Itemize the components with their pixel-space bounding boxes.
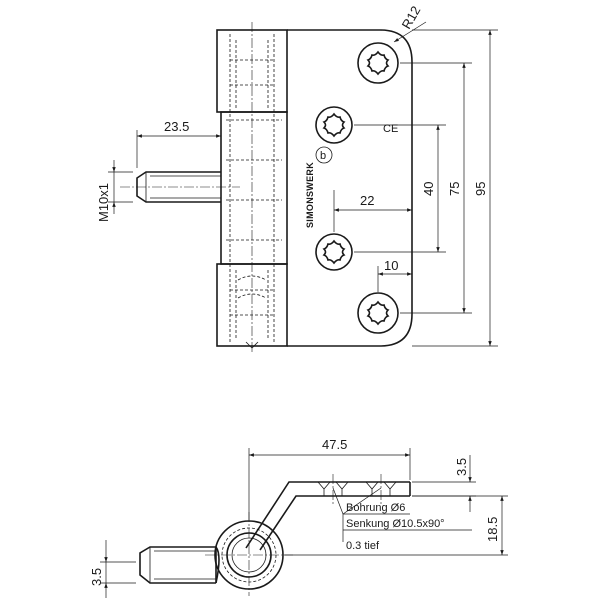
leaf-plate	[287, 29, 413, 347]
screw-mid-upper	[315, 106, 353, 144]
dim-23-5: 23.5	[136, 119, 222, 168]
dim-95: 95	[412, 29, 498, 347]
brand-logo: SIMONSWERK	[305, 162, 315, 228]
dim-47-5: 47.5	[248, 437, 411, 520]
knuckle-middle	[220, 111, 288, 265]
screw-bottom-right	[357, 292, 399, 334]
note-senkung: Senkung Ø10.5x90°	[346, 518, 445, 530]
svg-text:b: b	[320, 150, 326, 162]
front-view: CE b SIMONSWERK 23.5 M10x1 R12	[96, 3, 498, 354]
note-bohrung: Bohrung Ø6	[346, 502, 405, 514]
dim-18-5: 18.5	[284, 495, 508, 556]
svg-text:3.5: 3.5	[89, 568, 104, 586]
side-view: 47.5 3.5 18.5 3.5	[89, 437, 508, 598]
dim-r12: R12	[393, 3, 427, 43]
screw-mid-lower	[315, 233, 353, 271]
screw-top-right	[357, 42, 399, 84]
hole-notes: Bohrung Ø6 Senkung Ø10.5x90° 0.3 tief	[332, 487, 472, 552]
dim-3-5-pin: 3.5	[89, 540, 136, 598]
leaf-profile	[245, 481, 410, 551]
svg-text:18.5: 18.5	[485, 517, 500, 542]
knuckle-hidden-lines	[226, 34, 282, 342]
svg-text:23.5: 23.5	[164, 119, 189, 134]
circle-b-mark: b	[315, 146, 333, 164]
ce-mark: CE	[383, 123, 398, 135]
dim-10: 10	[377, 258, 412, 292]
svg-text:22: 22	[360, 193, 374, 208]
countersink-marks	[317, 474, 397, 504]
svg-text:M10x1: M10x1	[96, 183, 111, 222]
svg-text:95: 95	[473, 182, 488, 196]
svg-text:3.5: 3.5	[454, 458, 469, 476]
note-tief: 0.3 tief	[346, 540, 380, 552]
svg-text:R12: R12	[399, 3, 424, 31]
svg-text:10: 10	[384, 258, 398, 273]
pin-side	[139, 546, 216, 584]
dim-40: 40	[354, 124, 446, 253]
dim-22: 22	[333, 190, 412, 232]
dim-thread: M10x1	[96, 160, 133, 222]
svg-text:75: 75	[447, 182, 462, 196]
knuckle-section	[205, 512, 293, 596]
dim-3-5-leaf: 3.5	[412, 455, 476, 512]
svg-text:40: 40	[421, 182, 436, 196]
dim-75: 75	[400, 62, 472, 314]
svg-text:47.5: 47.5	[322, 437, 347, 452]
